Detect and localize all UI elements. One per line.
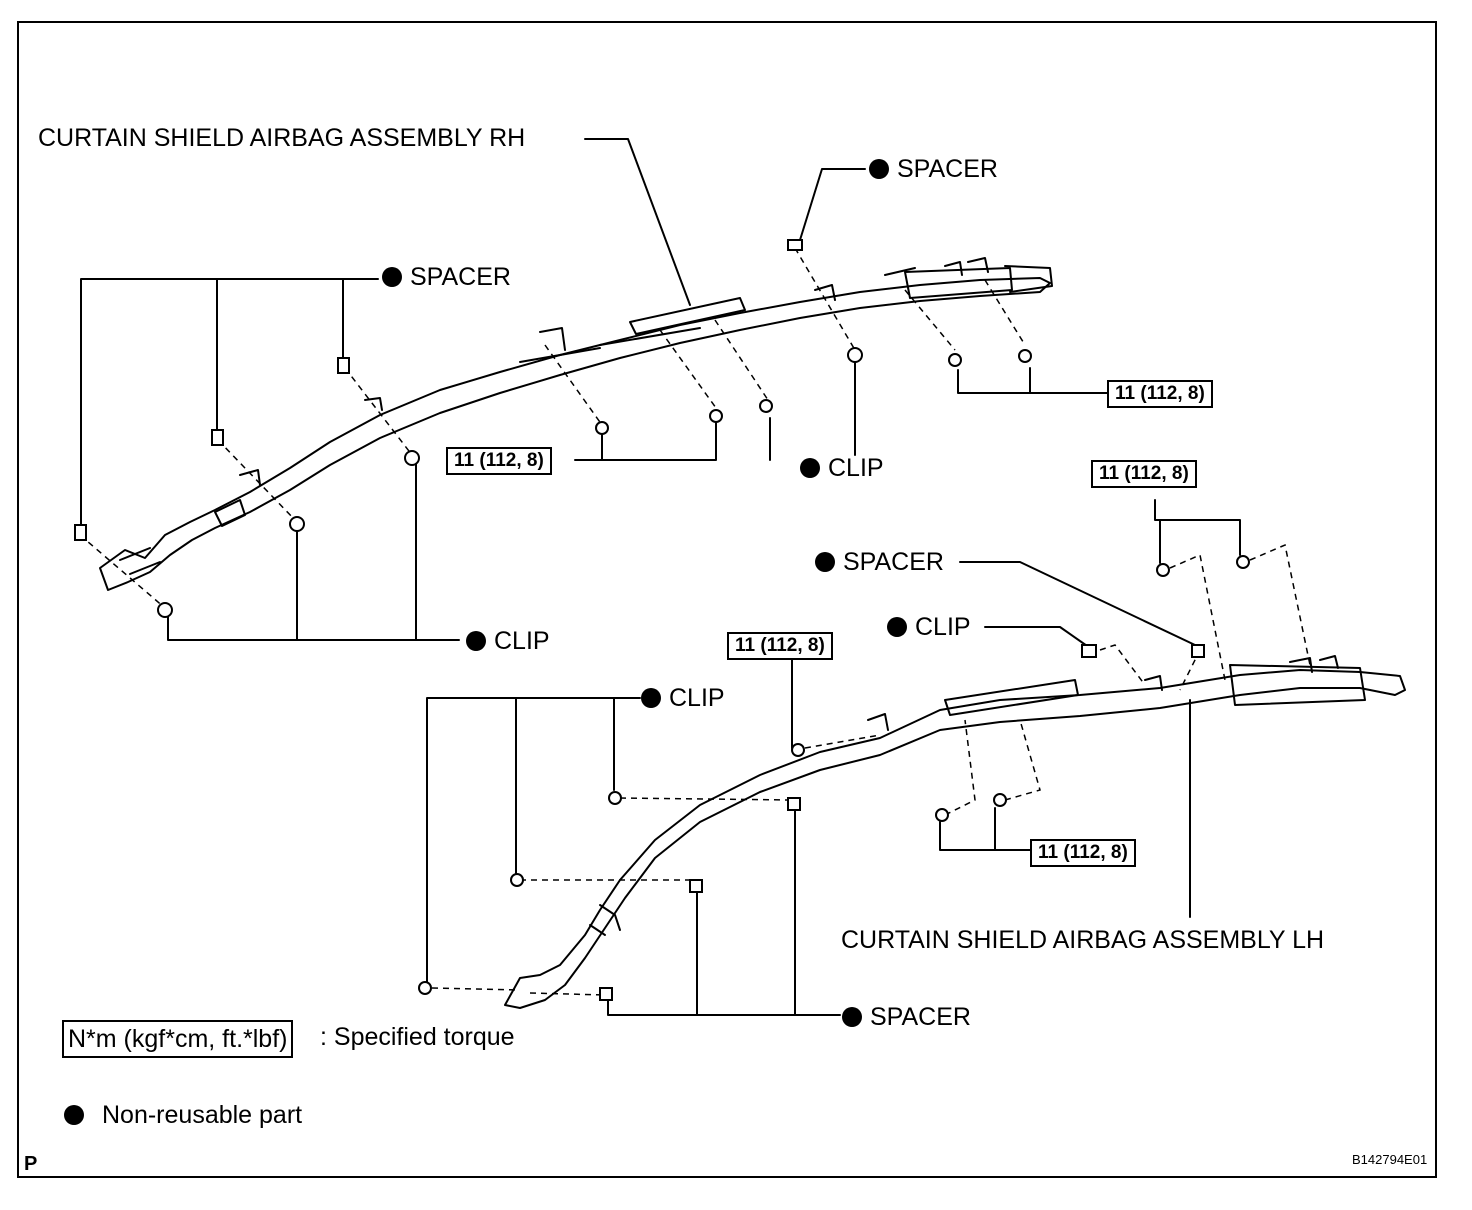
clip-label: CLIP xyxy=(800,456,884,481)
torque-box: 11 (112, 8) xyxy=(446,447,552,475)
clip-label: CLIP xyxy=(466,629,550,654)
nonreusable-dot-icon xyxy=(887,617,907,637)
corner-letter: P xyxy=(24,1153,38,1175)
nonreusable-dot-icon xyxy=(800,458,820,478)
torque-box: 11 (112, 8) xyxy=(727,632,833,660)
spacer-label: SPACER xyxy=(842,1005,971,1030)
rh-airbag-body xyxy=(99,257,1053,591)
spacer-part xyxy=(74,524,87,541)
spacer-label: SPACER xyxy=(869,157,998,182)
torque-box: 11 (112, 8) xyxy=(1107,380,1213,408)
nonreusable-dot-icon xyxy=(815,552,835,572)
nonreusable-dot-icon xyxy=(842,1007,862,1027)
nonreusable-dot-icon xyxy=(64,1105,84,1125)
nonreusable-dot-icon xyxy=(382,267,402,287)
nonreusable-dot-icon xyxy=(641,688,661,708)
lh-assembly-label: CURTAIN SHIELD AIRBAG ASSEMBLY LH xyxy=(841,926,1325,954)
legend-nonreusable: Non-reusable part xyxy=(64,1103,302,1128)
torque-box: 11 (112, 8) xyxy=(1030,839,1136,867)
clip-label: CLIP xyxy=(641,686,725,711)
legend-torque-units: N*m (kgf*cm, ft.*lbf) xyxy=(62,1020,294,1058)
spacer-label: SPACER xyxy=(382,265,511,290)
legend-torque-desc: : Specified torque xyxy=(320,1023,515,1051)
torque-box: 11 (112, 8) xyxy=(1091,460,1197,488)
rh-leader xyxy=(584,138,691,306)
nonreusable-dot-icon xyxy=(466,631,486,651)
figure-frame xyxy=(17,21,1437,1178)
rh-assembly-label: CURTAIN SHIELD AIRBAG ASSEMBLY RH xyxy=(38,124,526,152)
figure-id: B142794E01 xyxy=(1352,1152,1428,1167)
clip-label: CLIP xyxy=(887,615,971,640)
spacer-label: SPACER xyxy=(815,550,944,575)
lh-airbag-body xyxy=(504,655,1406,1009)
nonreusable-dot-icon xyxy=(869,159,889,179)
